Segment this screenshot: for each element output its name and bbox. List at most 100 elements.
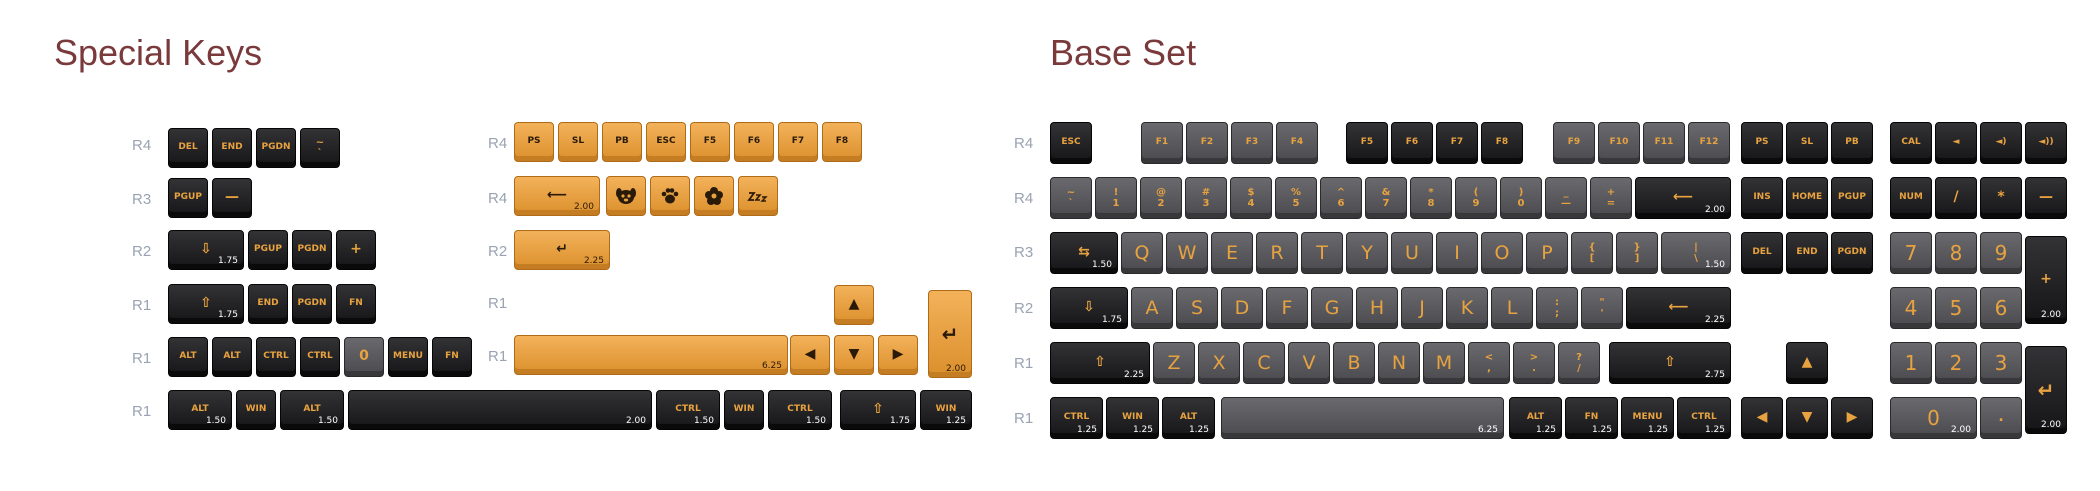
row-label: R3	[132, 191, 152, 208]
key-numpad-multiply: *	[1980, 177, 2022, 219]
key-size: 1.25	[1704, 425, 1725, 436]
key-left-bracket: { [	[1571, 232, 1613, 274]
key-flower-novelty	[694, 176, 734, 216]
key-label: CTRL	[307, 351, 333, 362]
key-label: ⟵	[1672, 189, 1694, 206]
key-f6: F6	[1391, 122, 1433, 164]
key-enter: ⟵2.25	[1626, 287, 1731, 329]
key-label: ⇩	[1083, 299, 1095, 316]
key-label: Y	[1361, 241, 1373, 264]
key-volume-down: ◄)	[1980, 122, 2022, 164]
key-label: *	[1997, 189, 2005, 206]
key-label: WIN	[245, 404, 267, 415]
key-3: # 3	[1185, 177, 1227, 219]
key-s: S	[1176, 287, 1218, 329]
key-minus: _ —	[1545, 177, 1587, 219]
key-label: F	[1281, 296, 1293, 319]
key-label: @ 2	[1156, 187, 1166, 209]
key-left-shift: ⇧2.25	[1050, 342, 1150, 384]
key-plus: +	[336, 230, 376, 270]
key-label: ◀	[1756, 409, 1768, 426]
key-numpad-4: 4	[1890, 287, 1932, 329]
key-label: X	[1212, 351, 1226, 374]
key-arrow-right: ▶	[1831, 397, 1873, 439]
key-right-shift: ⇧2.75	[1609, 342, 1731, 384]
key-home: HOME	[1786, 177, 1828, 219]
key-label: CTRL	[263, 351, 289, 362]
key-f4: F4	[1276, 122, 1318, 164]
key-label: 3	[1994, 351, 2008, 375]
key-fn: FN	[432, 337, 472, 377]
key-7: & 7	[1365, 177, 1407, 219]
key-label: CTRL	[1691, 412, 1717, 423]
key-label: PGDN	[297, 298, 327, 309]
key-pgdn: PGDN	[1831, 232, 1873, 274]
key-size: 2.00	[2040, 310, 2061, 321]
key-label: PGDN	[297, 244, 327, 255]
key-size: 1.25	[945, 416, 966, 427]
key-alt: ALT	[168, 337, 208, 377]
key-ctrl: CTRL	[256, 337, 296, 377]
key-size: 1.25	[1076, 425, 1097, 436]
key-label: * 8	[1427, 187, 1435, 209]
key-zzz-novelty	[738, 176, 778, 216]
key-label: S	[1190, 296, 1204, 319]
key-win: WIN	[724, 390, 764, 430]
key-label: ? /	[1576, 352, 1582, 374]
key-label: ) 0	[1517, 187, 1525, 209]
key-label: F10	[1609, 137, 1629, 148]
key-label: .	[1998, 409, 2004, 426]
row-label: R2	[1014, 300, 1034, 317]
key-f3: F3	[1231, 122, 1273, 164]
key-esc: ESC	[1050, 122, 1092, 164]
key-label: ▲	[848, 296, 860, 313]
key-r: R	[1256, 232, 1298, 274]
key-enter: ↵2.25	[514, 230, 610, 270]
key-label: ( 9	[1472, 187, 1480, 209]
key-label: F7	[791, 136, 805, 147]
key-label: WIN	[935, 404, 957, 415]
key-size: 1.75	[889, 416, 910, 427]
row-label: R1	[1014, 410, 1034, 427]
key-label: ALT	[1179, 412, 1198, 423]
key-capslock-arrow: ⇩1.75	[168, 230, 244, 270]
key-label: ↵	[2037, 378, 2055, 402]
key-label: CTRL	[787, 404, 813, 415]
key-size: 2.75	[1704, 370, 1725, 381]
key-label: I	[1454, 241, 1460, 264]
key-9: ( 9	[1455, 177, 1497, 219]
key-label: ⇧	[1094, 354, 1106, 371]
key-label: ⇩	[200, 241, 212, 258]
key-label: PGUP	[254, 244, 282, 255]
key-size: 1.50	[317, 416, 338, 427]
key-size: 1.25	[1132, 425, 1153, 436]
key-menu: MENU	[388, 337, 428, 377]
key-label: # 3	[1201, 187, 1211, 209]
key-label: E	[1225, 241, 1238, 264]
key-label: ⇧	[200, 295, 212, 312]
key-label: R	[1270, 241, 1284, 264]
key-ps: PS	[514, 122, 554, 162]
key-label: > .	[1529, 352, 1539, 374]
key-numpad-enter: ↵2.00	[2025, 346, 2067, 434]
key-size: 2.00	[573, 202, 594, 213]
key-label: ↵	[556, 241, 568, 258]
key-z: Z	[1153, 342, 1195, 384]
key-label: % 5	[1290, 187, 1302, 209]
key-label: H	[1369, 296, 1385, 319]
key-size: 1.25	[1647, 425, 1668, 436]
key-size: 1.50	[693, 416, 714, 427]
key-label: FN	[1584, 412, 1599, 423]
key-label: } ]	[1633, 242, 1641, 264]
key-label: ▶	[892, 346, 904, 363]
key-label: ▲	[1801, 354, 1813, 371]
key-size: 1.25	[1535, 425, 1556, 436]
key-spacebar: 2.00	[348, 390, 652, 430]
key-size: 2.25	[1704, 315, 1725, 326]
key-2: @ 2	[1140, 177, 1182, 219]
key-spacebar: 6.25	[1221, 397, 1504, 439]
row-label: R1	[1014, 355, 1034, 372]
